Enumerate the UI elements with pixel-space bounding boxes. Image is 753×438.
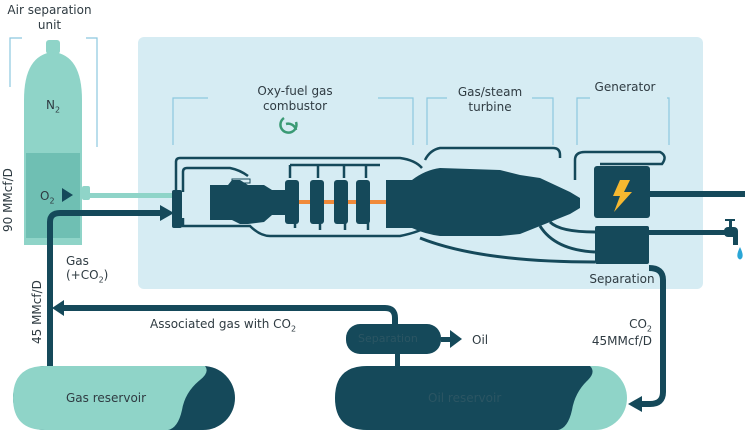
- o2-label: O2: [40, 189, 55, 206]
- oil-output-pipe: [441, 337, 453, 342]
- flow-rate-90-label: 90 MMcf/D: [1, 168, 15, 232]
- faucet-icon: [724, 219, 738, 245]
- flow-rate-45-label: 45 MMcf/D: [30, 280, 44, 344]
- oil-output-arrow-icon: [450, 330, 462, 348]
- power-plant-panel: [138, 37, 703, 289]
- gas-feed-pipe: [47, 210, 165, 368]
- o2-feed-pipe: [88, 193, 180, 198]
- turbine-exhaust-pipes: [419, 220, 596, 264]
- gas-reservoir-label: Gas reservoir: [66, 391, 147, 405]
- separation-box-lower: [346, 324, 441, 354]
- combustor-chambers: [285, 180, 370, 224]
- power-output-line: [650, 191, 745, 197]
- oil-reservoir-label: Oil reservoir: [428, 391, 502, 405]
- oil-label: Oil: [472, 333, 489, 347]
- associated-gas-pipe: [64, 305, 398, 330]
- n2-label: N2: [46, 98, 61, 115]
- associated-gas-label: Associated gas with CO2: [150, 317, 297, 334]
- lightning-bolt-icon: [613, 180, 632, 212]
- gas-feed-arrow-icon: [160, 205, 174, 221]
- section-brackets: [9, 37, 670, 147]
- water-drop-icon: [737, 247, 743, 260]
- oil-reservoir-tank: [335, 366, 627, 430]
- generator-label: Generator: [594, 80, 656, 94]
- separation-lower-label: Separation: [358, 332, 418, 345]
- gas-co2-label: Gas(+CO2): [66, 254, 109, 285]
- water-pipe: [649, 230, 729, 235]
- compressor-body: [210, 180, 285, 224]
- gas-steam-turbine: [386, 168, 580, 236]
- separation-box-upper: [595, 226, 649, 264]
- o2-outlet-arrow-icon: [62, 188, 73, 202]
- fuel-inlet-block: [172, 190, 182, 228]
- associated-gas-arrow-icon: [52, 300, 64, 316]
- gas-reservoir-tank: [13, 366, 235, 430]
- recycle-swirl-icon: [279, 116, 298, 134]
- separation-upper-label: Separation: [589, 272, 655, 286]
- co2-injection-arrow-icon: [628, 396, 642, 412]
- co2-injection-pipe: [642, 265, 666, 407]
